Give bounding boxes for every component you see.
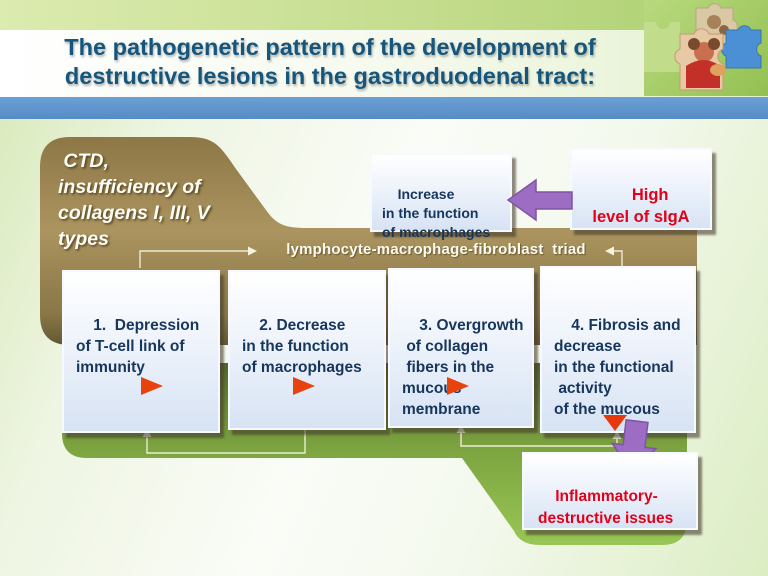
red-triangle-right-icon <box>141 377 163 395</box>
cause-blob-label: CTD, insufficiency of collagens I, III, … <box>58 150 210 250</box>
top-green-strip <box>0 0 768 30</box>
slide-title: The pathogenetic pattern of the developm… <box>0 33 660 97</box>
process-box-4: 4. Fibrosis and decrease in the function… <box>540 266 696 433</box>
increase-macrophages-box: Increase in the function of macrophages <box>370 153 512 240</box>
high-siga-text: High level of sIgA <box>592 186 690 226</box>
red-triangle-down-icon <box>603 415 627 431</box>
puzzle-pieces-illustration <box>644 3 762 91</box>
process-box-2: 2. Decrease in the function of macrophag… <box>228 270 386 430</box>
outcome-box-text: Inflammatory- destructive issues <box>538 488 674 527</box>
increase-macrophages-text: Increase in the function of macrophages <box>382 186 491 240</box>
process-box-2-text: 2. Decrease in the function of macrophag… <box>242 317 362 376</box>
slide-title-line2: destructive lesions in the gastroduodena… <box>64 63 596 89</box>
process-box-1: 1. Depression of T-cell link of immunity <box>62 270 220 433</box>
slide-title-line1: The pathogenetic pattern of the developm… <box>64 34 596 60</box>
title-band <box>0 30 768 97</box>
process-box-1-text: 1. Depression of T-cell link of immunity <box>76 317 200 376</box>
puzzle-art-tile <box>644 0 768 96</box>
red-triangle-right-icon <box>293 377 315 395</box>
outcome-box: Inflammatory- destructive issues <box>522 452 698 530</box>
process-box-3-text: 3. Overgrowth of collagen fibers in the … <box>402 317 524 418</box>
high-siga-box: High level of sIgA <box>570 148 712 230</box>
process-box-3: 3. Overgrowth of collagen fibers in the … <box>388 268 534 428</box>
triad-label: lymphocyte-macrophage-fibroblast triad <box>286 241 586 258</box>
process-box-4-text: 4. Fibrosis and decrease in the function… <box>554 317 681 418</box>
red-triangle-right-icon <box>447 377 469 395</box>
blue-divider-bar <box>0 97 768 119</box>
